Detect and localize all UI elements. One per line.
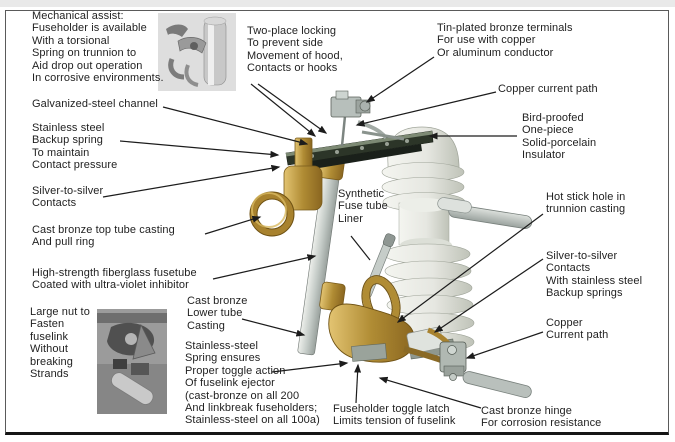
top-channel-assembly — [249, 90, 434, 237]
label-copper-path-right: Copper Current path — [546, 317, 609, 342]
label-copper-path-top: Copper current path — [498, 83, 598, 95]
hinge-conductor-rod — [462, 371, 532, 398]
label-tin-plated-terminals: Tin-plated bronze terminals For use with… — [437, 22, 573, 59]
label-mechanical-assist: Mechanical assist: Fuseholder is availab… — [32, 10, 164, 85]
top-bronze-casting — [283, 137, 323, 211]
label-synthetic-liner: Synthetic Fuse tube Liner — [338, 188, 388, 225]
leader-lines — [102, 56, 544, 409]
label-backup-spring-left: Stainless steel Backup spring To maintai… — [32, 122, 118, 172]
inset-photo-large-nut — [97, 309, 167, 414]
hinge-terminal — [439, 341, 467, 381]
lower-casting-assembly — [319, 275, 532, 398]
top-gray-strip — [0, 0, 675, 7]
label-silver-contacts-left: Silver-to-silver Contacts — [32, 185, 104, 210]
tin-plated-terminal — [330, 90, 371, 147]
label-lower-tube-casting: Cast bronze Lower tube Casting — [187, 295, 248, 332]
label-fiberglass-fusetube: High-strength fiberglass fusetube Coated… — [32, 267, 197, 292]
label-large-nut: Large nut to Fasten fuselink Without bre… — [30, 306, 90, 381]
label-hot-stick-hole: Hot stick hole in trunnion casting — [546, 191, 626, 216]
inset-photo-mechanical-assist — [158, 13, 236, 91]
label-stainless-spring: Stainless-steel Spring ensures Proper to… — [185, 340, 320, 427]
label-bronze-hinge: Cast bronze hinge For corrosion resistan… — [481, 405, 602, 430]
label-two-place-locking: Two-place locking To prevent side Moveme… — [247, 25, 343, 75]
label-silver-contacts-right: Silver-to-silver Contacts With stainless… — [546, 250, 643, 300]
label-bird-proofed: Bird-proofed One-piece Solid-porcelain I… — [522, 112, 597, 162]
label-toggle-latch: Fuseholder toggle latch Limits tension o… — [333, 403, 456, 428]
conductor-rod-right — [437, 197, 533, 229]
label-galvanized-channel: Galvanized-steel channel — [32, 98, 158, 110]
pull-ring — [249, 191, 295, 237]
label-top-tube-casting: Cast bronze top tube casting And pull ri… — [32, 224, 175, 249]
lower-tube-casting — [319, 281, 346, 312]
trunnion-casting — [351, 343, 387, 362]
